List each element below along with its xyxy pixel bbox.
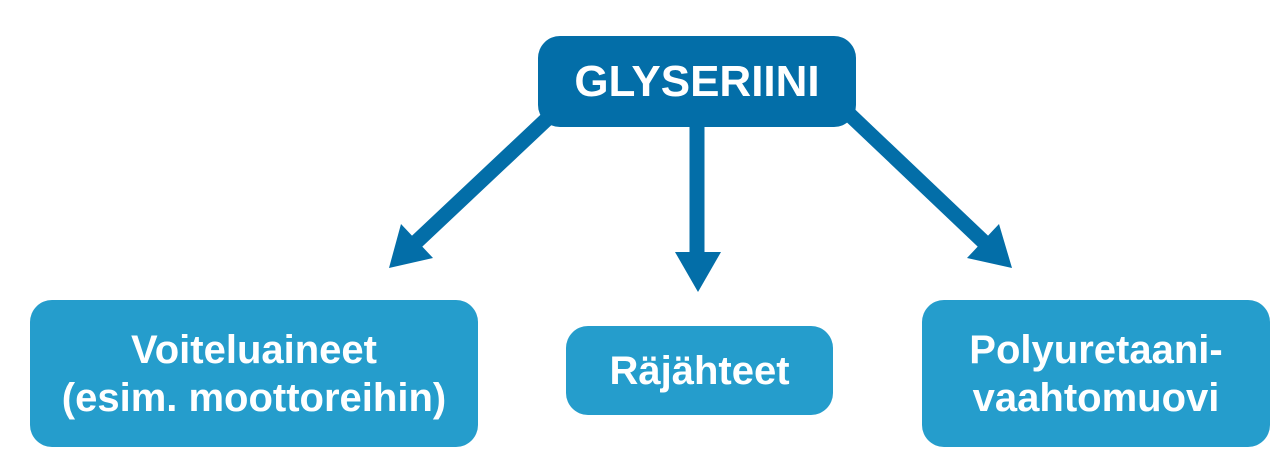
node-voiteluaineet: Voiteluaineet (esim. moottoreihin) — [30, 300, 478, 447]
arrow-left-shaft — [406, 112, 554, 252]
arrow-right-head — [967, 224, 1012, 268]
node-label-line: Räjähteet — [609, 348, 790, 393]
node-label-line: Voiteluaineet — [131, 327, 377, 372]
root-label: GLYSERIINI — [574, 56, 820, 106]
node-polyuretaanivaahtomuovi: Polyuretaani- vaahtomuovi — [922, 300, 1270, 447]
node-label-line: vaahtomuovi — [972, 375, 1220, 420]
node-label-line: Polyuretaani- — [969, 327, 1223, 372]
node-rajahteet: Räjähteet — [566, 326, 833, 415]
root-node-glyseriini: GLYSERIINI — [538, 36, 856, 127]
node-label-line: (esim. moottoreihin) — [61, 375, 447, 420]
arrow-left-head — [389, 224, 433, 268]
arrow-right-shaft — [844, 109, 994, 252]
arrow-middle-head — [675, 252, 721, 292]
